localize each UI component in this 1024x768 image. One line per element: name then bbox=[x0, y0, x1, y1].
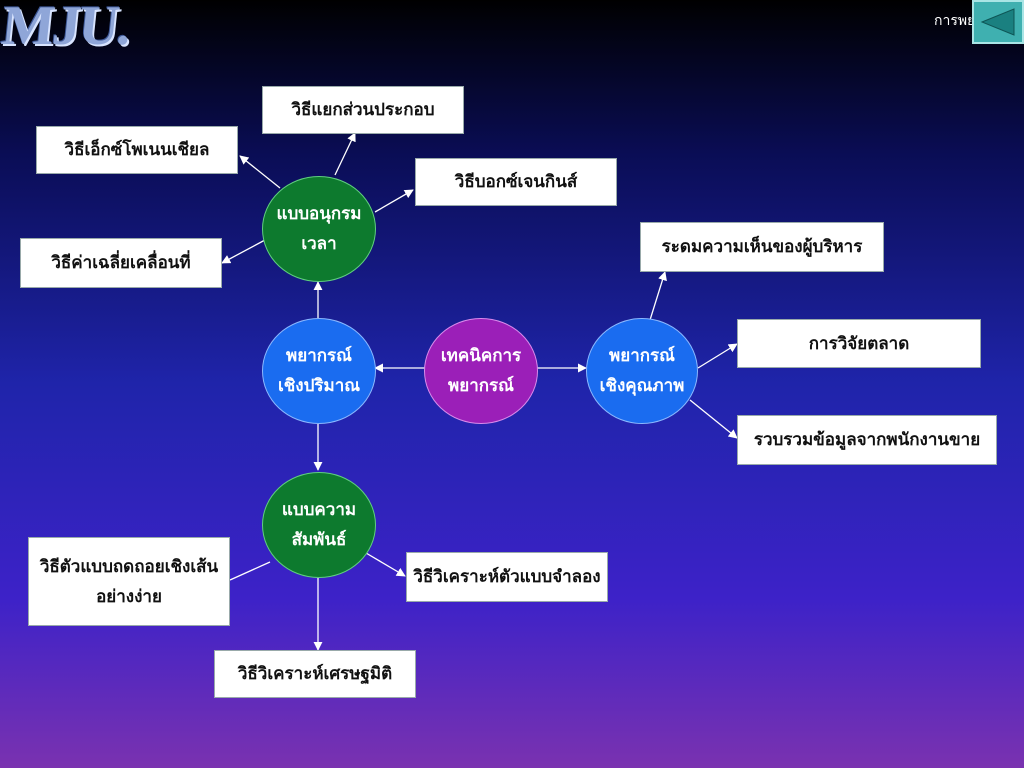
arrow-qualitative-salesforce bbox=[689, 399, 738, 439]
box-executive-opinion: ระดมความเห็นของผู้บริหาร bbox=[640, 222, 884, 272]
circle-causal: แบบความ สัมพันธ์ bbox=[262, 472, 376, 578]
arrow-timeseries-decomposition bbox=[334, 132, 356, 176]
box-decomposition: วิธีแยกส่วนประกอบ bbox=[262, 86, 464, 134]
box-sales-force: รวบรวมข้อมูลจากพนักงานขาย bbox=[737, 415, 997, 465]
box-simulation: วิธีวิเคราะห์ตัวแบบจำลอง bbox=[406, 552, 608, 602]
circle-quantitative: พยากรณ์ เชิงปริมาณ bbox=[262, 318, 376, 424]
box-simple-regression: วิธีตัวแบบถดถอยเชิงเส้น อย่างง่าย bbox=[28, 537, 230, 626]
back-button[interactable] bbox=[972, 0, 1024, 44]
arrow-timeseries-movingavg bbox=[221, 239, 266, 264]
arrow-timeseries-exponential bbox=[239, 155, 281, 189]
box-exponential: วิธีเอ็กซ์โพเนนเชียล bbox=[36, 126, 238, 174]
triangle-left-icon bbox=[980, 8, 1015, 36]
arrow-causal-simulation bbox=[365, 552, 406, 577]
box-moving-average: วิธีค่าเฉลี่ยเคลื่อนที่ bbox=[20, 238, 222, 288]
circle-forecasting-techniques: เทคนิคการ พยากรณ์ bbox=[424, 318, 538, 424]
box-market-research: การวิจัยตลาด bbox=[737, 319, 981, 368]
arrow-timeseries-boxjenkins bbox=[374, 189, 414, 213]
arrow-qualitative-market bbox=[697, 343, 738, 369]
box-box-jenkins: วิธีบอกซ์เจนกินส์ bbox=[415, 158, 617, 206]
arrow-qualitative-executive bbox=[649, 271, 667, 321]
circle-time-series: แบบอนุกรม เวลา bbox=[262, 176, 376, 282]
circle-qualitative: พยากรณ์ เชิงคุณภาพ bbox=[586, 318, 698, 424]
box-econometric: วิธีวิเคราะห์เศรษฐมิติ bbox=[214, 650, 416, 698]
line-causal-regression bbox=[229, 561, 271, 581]
